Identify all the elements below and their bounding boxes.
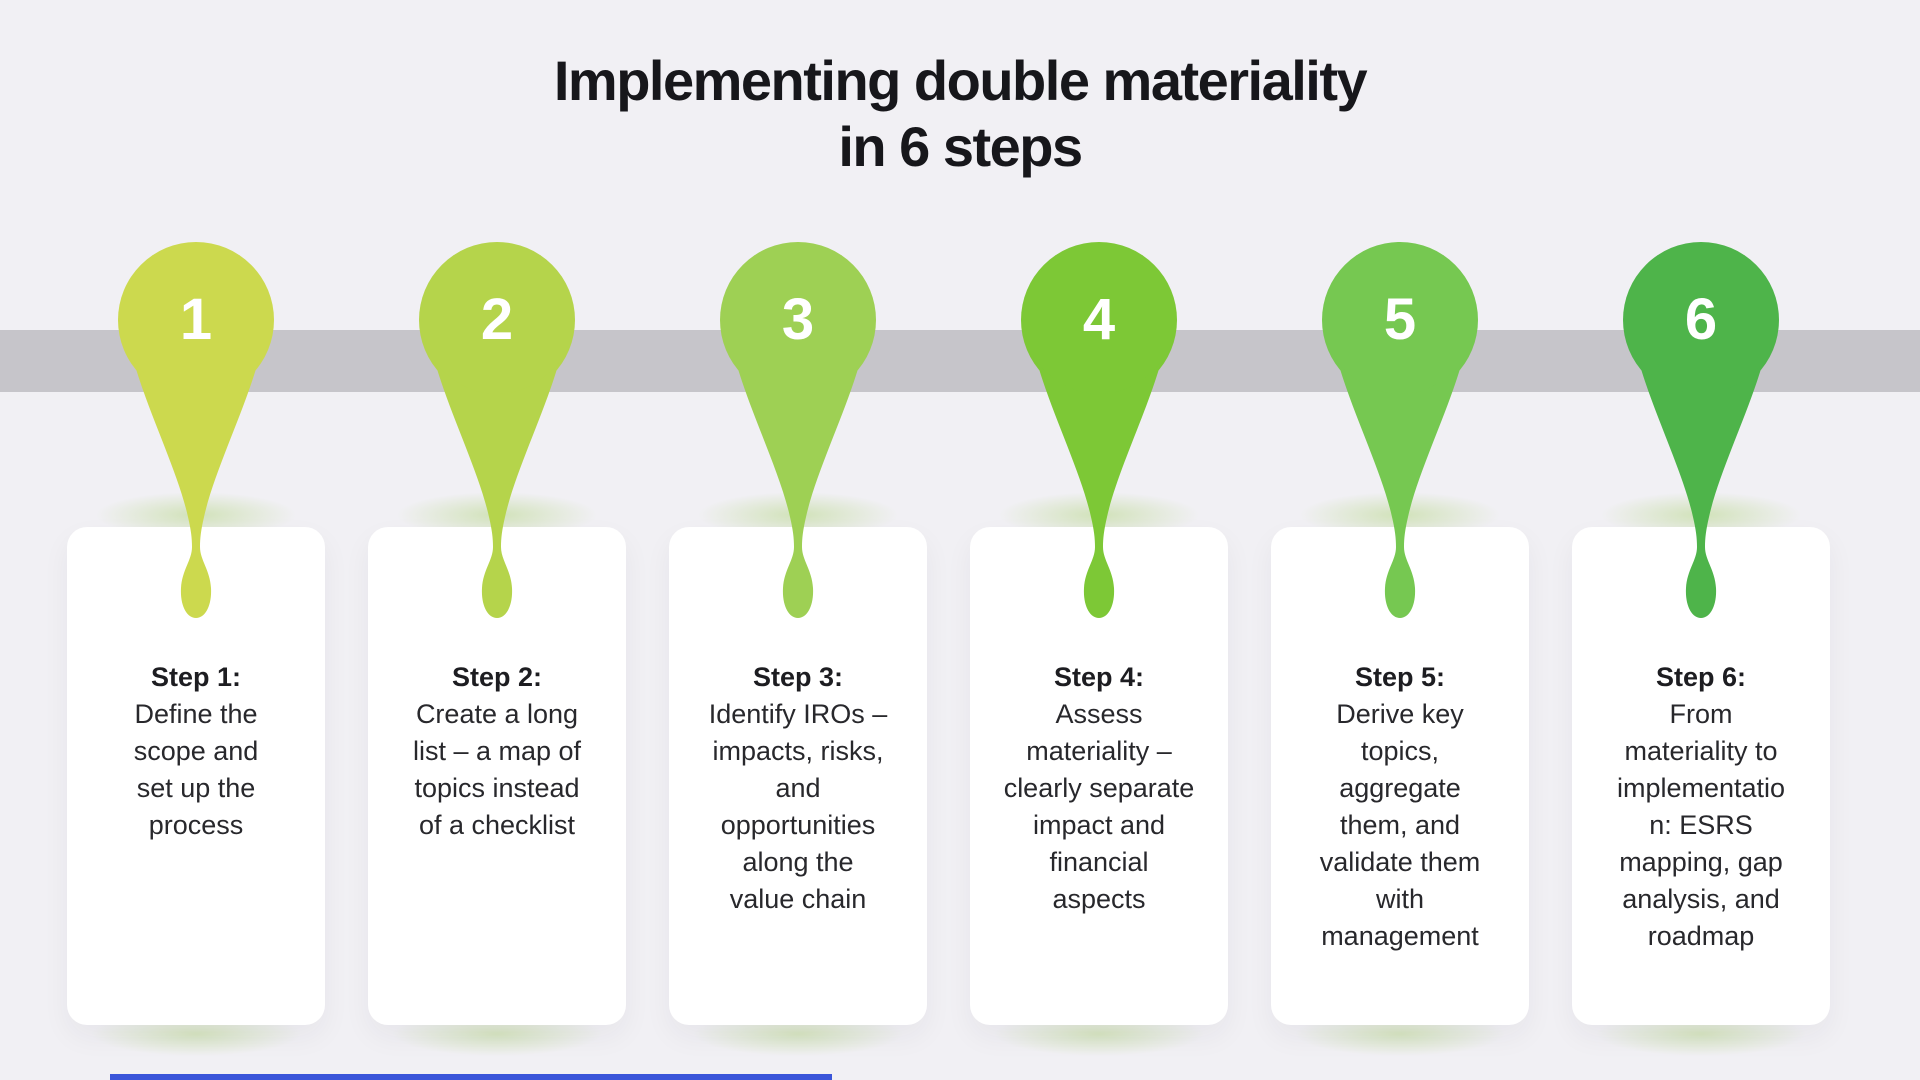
page-title-line1: Implementing double materiality xyxy=(553,49,1368,112)
teardrop-shape xyxy=(720,242,876,618)
step-description: Identify IROs – impacts, risks, and oppo… xyxy=(708,699,888,914)
step-number: 5 xyxy=(1383,287,1417,352)
step-marker-pin-icon: 3 xyxy=(720,242,876,622)
step-column-4: Step 4: Assess materiality – clearly sep… xyxy=(970,0,1228,1080)
teardrop-shape xyxy=(419,242,575,618)
step-label: Step 6: xyxy=(1655,662,1747,692)
step-label: Step 4: xyxy=(1053,662,1145,692)
step-column-2: Step 2: Create a long list – a map of to… xyxy=(368,0,626,1080)
step-card: Step 5: Derive key topics, aggregate the… xyxy=(1271,527,1529,1025)
step-number: 6 xyxy=(1684,287,1718,352)
step-label: Step 2: xyxy=(451,662,543,692)
step-column-3: Step 3: Identify IROs – impacts, risks, … xyxy=(669,0,927,1080)
step-number: 1 xyxy=(179,287,213,352)
step-description: Derive key topics, aggregate them, and v… xyxy=(1319,699,1481,951)
page-title: Implementing double materiality in 6 ste… xyxy=(0,48,1920,180)
step-marker-pin-icon: 4 xyxy=(1021,242,1177,622)
step-marker-pin-icon: 2 xyxy=(419,242,575,622)
step-description: Assess materiality – clearly separate im… xyxy=(1003,699,1195,914)
step-column-1: Step 1: Define the scope and set up the … xyxy=(67,0,325,1080)
step-marker-pin-icon: 5 xyxy=(1322,242,1478,622)
step-label: Step 5: xyxy=(1354,662,1446,692)
step-number: 2 xyxy=(480,287,514,352)
step-marker-pin-icon: 6 xyxy=(1623,242,1779,622)
step-description: Create a long list – a map of topics ins… xyxy=(412,699,582,840)
step-column-6: Step 6: From materiality to implementati… xyxy=(1572,0,1830,1080)
step-number: 4 xyxy=(1082,287,1116,352)
step-marker-pin-icon: 1 xyxy=(118,242,274,622)
page-title-line2: in 6 steps xyxy=(838,115,1083,178)
step-description: Define the scope and set up the process xyxy=(133,699,259,840)
teardrop-shape xyxy=(1021,242,1177,618)
step-description: From materiality to implementatio n: ESR… xyxy=(1616,699,1786,951)
step-column-5: Step 5: Derive key topics, aggregate the… xyxy=(1271,0,1529,1080)
teardrop-shape xyxy=(1322,242,1478,618)
teardrop-shape xyxy=(1623,242,1779,618)
step-label: Step 1: xyxy=(150,662,242,692)
bottom-accent-bar xyxy=(110,1074,832,1080)
step-number: 3 xyxy=(781,287,815,352)
timeline-bar xyxy=(0,330,1920,392)
step-card: Step 6: From materiality to implementati… xyxy=(1572,527,1830,1025)
teardrop-shape xyxy=(118,242,274,618)
step-card: Step 2: Create a long list – a map of to… xyxy=(368,527,626,1025)
step-label: Step 3: xyxy=(752,662,844,692)
